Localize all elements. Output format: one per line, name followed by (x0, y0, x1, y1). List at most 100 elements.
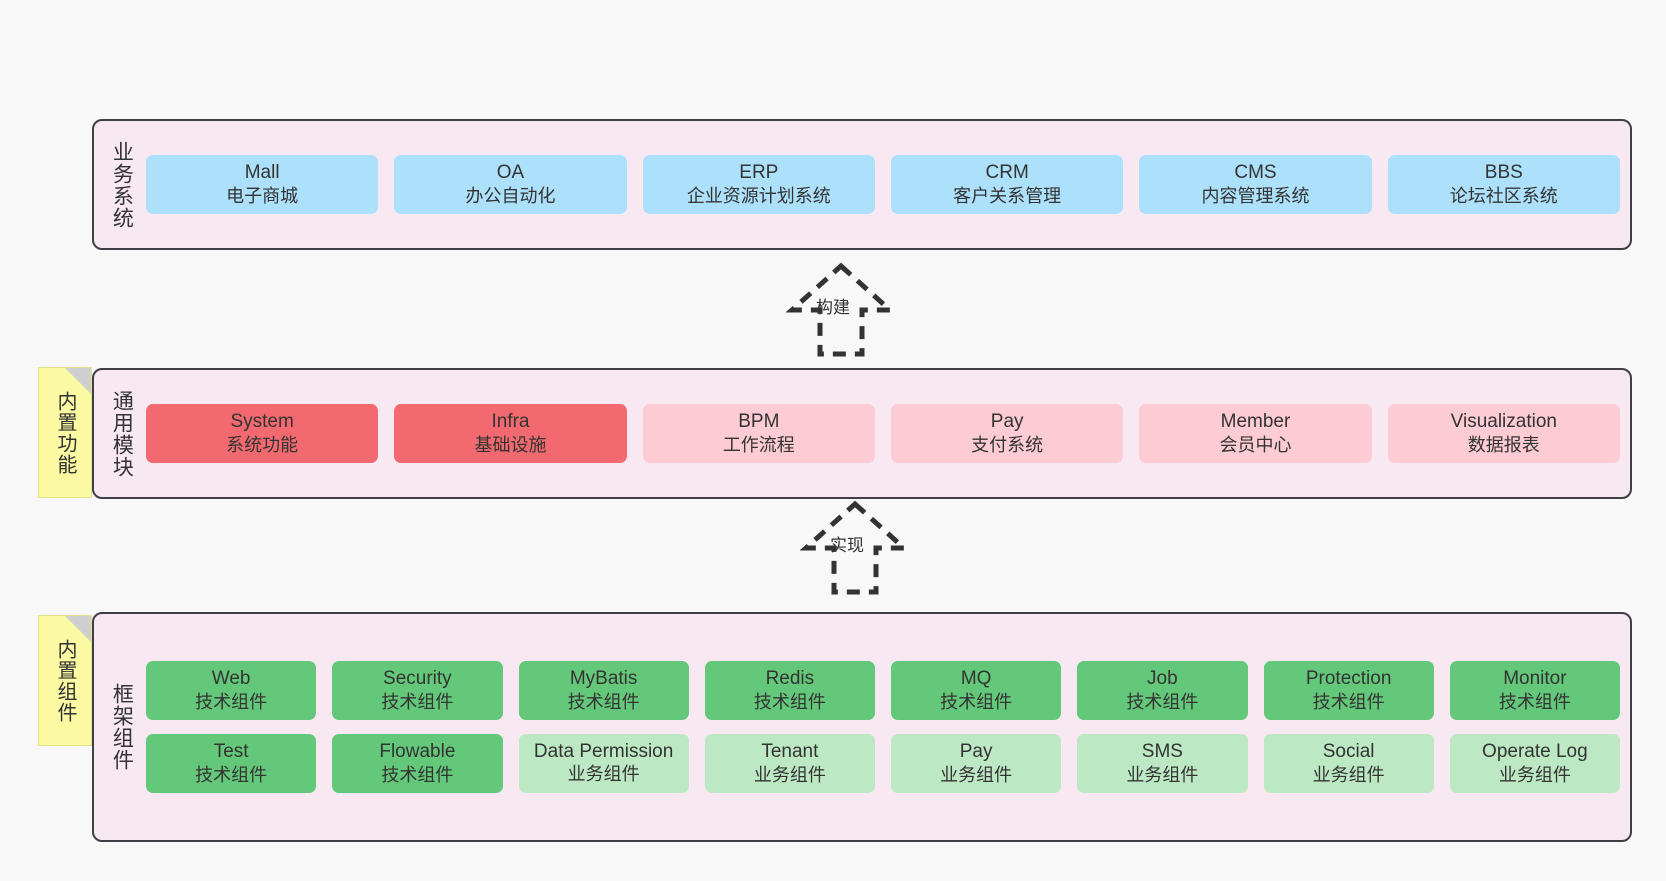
node-name: System (230, 410, 294, 432)
layer-framework-component: 框架组件 Web 技术组件 Security 技术组件 MyBatis 技术组件… (92, 612, 1632, 842)
node-name: BPM (738, 410, 780, 432)
node-desc: 客户关系管理 (953, 185, 1062, 206)
node-desc: 技术组件 (753, 691, 826, 712)
node-erp[interactable]: ERP 企业资源计划系统 (642, 154, 875, 215)
node-name: CRM (985, 161, 1029, 183)
node-name: Data Permission (533, 740, 674, 762)
note-fold-corner (65, 368, 91, 394)
node-crm[interactable]: CRM 客户关系管理 (890, 154, 1124, 215)
layer-body-business-system: Mall 电子商城 OA 办公自动化 ERP 企业资源计划系统 CRM 客户关系… (146, 129, 1620, 240)
node-test[interactable]: Test 技术组件 (146, 734, 317, 794)
layer-title-common-module: 通用模块 (110, 389, 134, 478)
node-row: System 系统功能 Infra 基础设施 BPM 工作流程 Pay 支付系统… (146, 403, 1620, 464)
node-data-permission[interactable]: Data Permission 业务组件 (518, 734, 689, 794)
connector-build-label: 构建 (816, 298, 850, 317)
node-name: Redis (765, 667, 815, 689)
node-mybatis[interactable]: MyBatis 技术组件 (518, 660, 689, 720)
node-web[interactable]: Web 技术组件 (146, 660, 317, 720)
connector-implement-label: 实现 (830, 536, 864, 555)
node-bbs[interactable]: BBS 论坛社区系统 (1387, 154, 1620, 215)
node-oa[interactable]: OA 办公自动化 (394, 154, 627, 215)
node-cms[interactable]: CMS 内容管理系统 (1139, 154, 1372, 215)
node-name: Infra (491, 410, 530, 432)
layer-business-system: 业务系统 Mall 电子商城 OA 办公自动化 ERP 企业资源计划系统 CRM… (92, 119, 1632, 250)
node-sms[interactable]: SMS 业务组件 (1077, 734, 1248, 794)
node-desc: 业务组件 (1126, 764, 1199, 785)
node-mall[interactable]: Mall 电子商城 (146, 154, 379, 215)
node-monitor[interactable]: Monitor 技术组件 (1449, 660, 1620, 720)
node-desc: 技术组件 (1498, 691, 1571, 712)
node-name: Web (211, 667, 251, 689)
node-redis[interactable]: Redis 技术组件 (704, 660, 875, 720)
node-desc: 技术组件 (567, 691, 640, 712)
node-protection[interactable]: Protection 技术组件 (1263, 660, 1434, 720)
node-desc: 系统功能 (226, 434, 299, 455)
layer-body-common-module: System 系统功能 Infra 基础设施 BPM 工作流程 Pay 支付系统… (146, 378, 1620, 489)
node-tenant[interactable]: Tenant 业务组件 (704, 734, 875, 794)
note-builtin-function: 内置功能 (38, 367, 92, 498)
node-name: Social (1322, 741, 1375, 762)
node-desc: 电子商城 (226, 185, 299, 206)
node-name: Monitor (1503, 667, 1567, 689)
node-name: ERP (739, 161, 779, 183)
node-desc: 业务组件 (940, 764, 1013, 785)
node-desc: 业务组件 (1312, 764, 1385, 785)
connector-implement-arrow (799, 500, 911, 596)
node-name: Tenant (761, 741, 819, 762)
node-name: Visualization (1450, 410, 1557, 432)
note-builtin-component: 内置组件 (38, 615, 92, 746)
layer-body-framework-component: Web 技术组件 Security 技术组件 MyBatis 技术组件 Redi… (146, 622, 1620, 832)
node-desc: 会员中心 (1219, 434, 1292, 455)
node-desc: 工作流程 (722, 434, 795, 455)
node-desc: 业务组件 (567, 764, 640, 785)
node-desc: 论坛社区系统 (1449, 185, 1558, 206)
node-desc: 技术组件 (381, 691, 454, 712)
node-name: Operate Log (1482, 741, 1588, 762)
node-desc: 技术组件 (1312, 691, 1385, 712)
node-name: CMS (1234, 161, 1277, 183)
node-member[interactable]: Member 会员中心 (1139, 403, 1372, 464)
node-pay-component[interactable]: Pay 业务组件 (891, 734, 1062, 794)
node-operate-log[interactable]: Operate Log 业务组件 (1449, 734, 1620, 794)
node-mq[interactable]: MQ 技术组件 (891, 660, 1062, 720)
note-fold-corner (65, 616, 91, 642)
node-name: SMS (1141, 741, 1183, 762)
node-system[interactable]: System 系统功能 (146, 403, 379, 464)
node-visualization[interactable]: Visualization 数据报表 (1387, 403, 1620, 464)
node-desc: 技术组件 (195, 764, 268, 785)
node-desc: 数据报表 (1467, 434, 1540, 455)
node-desc: 支付系统 (971, 434, 1044, 455)
note-label: 内置组件 (54, 638, 76, 723)
node-name: Flowable (379, 741, 456, 762)
node-row: Mall 电子商城 OA 办公自动化 ERP 企业资源计划系统 CRM 客户关系… (146, 154, 1620, 215)
node-name: Security (383, 667, 452, 689)
node-name: OA (496, 161, 525, 183)
node-name: Mall (244, 161, 280, 183)
node-infra[interactable]: Infra 基础设施 (394, 403, 627, 464)
layer-title-business-system: 业务系统 (110, 140, 134, 229)
node-name: Protection (1305, 667, 1392, 689)
node-desc: 基础设施 (474, 434, 547, 455)
node-security[interactable]: Security 技术组件 (332, 660, 503, 720)
node-desc: 业务组件 (753, 764, 826, 785)
node-desc: 技术组件 (1126, 691, 1199, 712)
node-desc: 技术组件 (381, 764, 454, 785)
layer-common-module: 通用模块 System 系统功能 Infra 基础设施 BPM 工作流程 Pay… (92, 368, 1632, 499)
node-name: Pay (990, 410, 1024, 432)
node-job[interactable]: Job 技术组件 (1077, 660, 1248, 720)
node-bpm[interactable]: BPM 工作流程 (642, 403, 875, 464)
layer-title-framework-component: 框架组件 (110, 683, 134, 771)
node-name: Test (213, 741, 249, 762)
node-name: Job (1147, 667, 1178, 689)
node-name: BBS (1484, 161, 1523, 183)
node-pay[interactable]: Pay 支付系统 (890, 403, 1124, 464)
node-desc: 企业资源计划系统 (686, 185, 831, 206)
node-desc: 技术组件 (940, 691, 1013, 712)
node-flowable[interactable]: Flowable 技术组件 (332, 734, 503, 794)
node-name: Member (1220, 410, 1291, 432)
node-social[interactable]: Social 业务组件 (1263, 734, 1434, 794)
node-name: MQ (960, 667, 992, 689)
node-name: Pay (959, 741, 993, 762)
connector-build-arrow (785, 262, 897, 358)
